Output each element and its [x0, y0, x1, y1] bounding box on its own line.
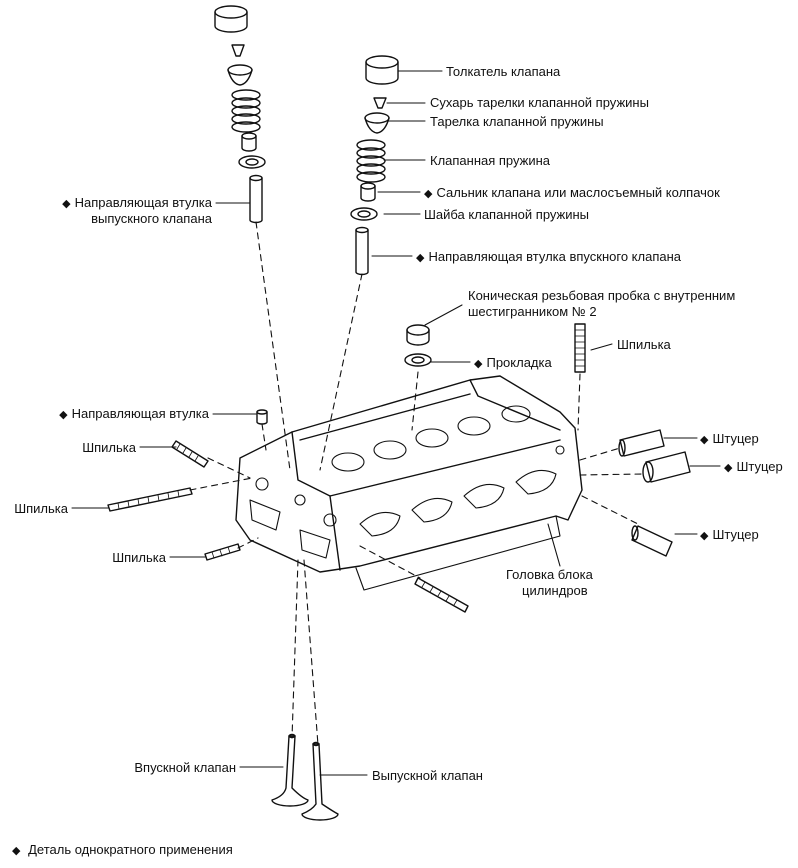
single-use-marker-icon: ◆ [700, 530, 709, 542]
label-stud-3: Шпилька [112, 550, 166, 565]
label-valve-oil-seal: ◆Сальник клапана или маслосъемный колпач… [424, 185, 720, 200]
studs-left [107, 440, 469, 613]
label-intake-valve: Впускной клапан [134, 760, 236, 775]
intake-valve-stack [350, 55, 399, 276]
label-exhaust-valve-guide-line1: ◆Направляющая втулка [62, 195, 212, 210]
screw-plug [404, 324, 432, 367]
label-valve-spring: Клапанная пружина [430, 153, 551, 168]
cylinder-head [235, 375, 583, 591]
single-use-marker-icon: ◆ [416, 252, 425, 264]
single-use-marker-icon: ◆ [59, 409, 68, 421]
leader-lines [71, 70, 721, 776]
single-use-marker-icon: ◆ [424, 188, 433, 200]
label-union-2: ◆Штуцер [724, 459, 783, 474]
single-use-marker-icon: ◆ [724, 462, 733, 474]
label-cylinder-head-line2: цилиндров [522, 583, 588, 598]
guide-bush [256, 409, 268, 425]
legend-note-text: Деталь однократного применения [28, 842, 233, 857]
label-guide-bush: ◆Направляющая втулка [59, 406, 209, 421]
label-spring-seat: Шайба клапанной пружины [424, 207, 590, 222]
legend-note: ◆ Деталь однократного применения [12, 842, 233, 859]
single-use-marker-icon: ◆ [700, 434, 709, 446]
label-taper-screw-plug-line2: шестигранником № 2 [468, 304, 597, 319]
exhaust-valve-stack [214, 5, 266, 224]
single-use-marker-icon: ◆ [474, 358, 483, 370]
stud-right [574, 323, 586, 373]
label-union-3: ◆Штуцер [700, 527, 759, 542]
assembly-axes [189, 221, 643, 746]
unions [618, 429, 691, 557]
label-taper-screw-plug-line1: Коническая резьбовая пробка с внутренним [468, 288, 736, 303]
label-spring-retainer-lock: Сухарь тарелки клапанной пружины [430, 95, 649, 110]
single-use-marker-icon: ◆ [12, 845, 21, 857]
valves [271, 733, 339, 821]
label-spring-retainer: Тарелка клапанной пружины [430, 114, 604, 129]
label-union-1: ◆Штуцер [700, 431, 759, 446]
label-cylinder-head-line1: Головка блока [506, 567, 593, 582]
label-valve-lifter: Толкатель клапана [446, 64, 561, 79]
label-exhaust-valve: Выпускной клапан [372, 768, 483, 783]
label-stud-right: Шпилька [617, 337, 671, 352]
label-stud-2: Шпилька [14, 501, 68, 516]
label-intake-valve-guide: ◆Направляющая втулка впускного клапана [416, 249, 682, 264]
label-exhaust-valve-guide-line2: выпускного клапана [91, 211, 212, 226]
label-stud-1: Шпилька [82, 440, 136, 455]
single-use-marker-icon: ◆ [62, 198, 71, 210]
label-gasket: ◆Прокладка [474, 355, 552, 370]
